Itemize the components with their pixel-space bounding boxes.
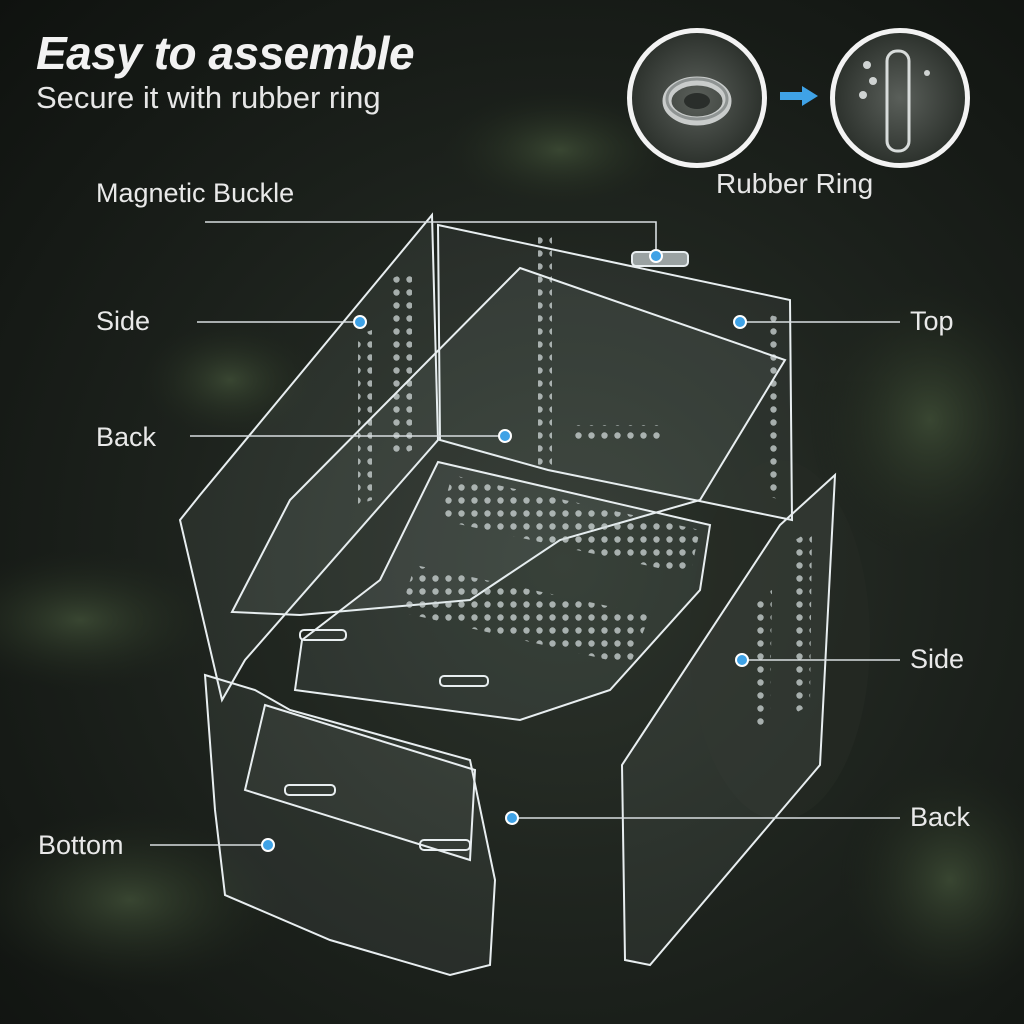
callout-dots	[261, 249, 749, 852]
label-bottom: Bottom	[38, 830, 124, 860]
dot-bottom	[261, 838, 275, 852]
dot-magnetic-buckle	[649, 249, 663, 263]
dot-back-right	[505, 811, 519, 825]
headline: Easy to assemble	[36, 27, 415, 79]
leader-lines	[150, 221, 900, 846]
label-side-right: Side	[910, 644, 965, 674]
dot-side-left	[353, 315, 367, 329]
dot-side-right	[735, 653, 749, 667]
label-back-right: Back	[910, 802, 971, 832]
background-foliage	[0, 90, 1024, 1000]
panel-hole-closeup	[830, 28, 970, 168]
panel-hole-icon	[859, 49, 930, 153]
panel-bottom	[203, 673, 497, 977]
rubber-ring-closeup	[627, 28, 767, 168]
panel-middle-tray	[293, 460, 712, 722]
arrow-right-icon	[780, 86, 818, 106]
dot-top	[733, 315, 747, 329]
label-magnetic-buckle: Magnetic Buckle	[96, 178, 295, 208]
label-top: Top	[910, 306, 954, 336]
subheadline: Secure it with rubber ring	[36, 80, 381, 115]
label-side-left: Side	[96, 306, 151, 336]
panel-side-left	[178, 212, 440, 703]
dot-back-left	[498, 429, 512, 443]
rubber-ring-label: Rubber Ring	[716, 168, 874, 199]
rubber-ring-icon	[662, 76, 732, 126]
panel-top	[436, 223, 794, 522]
label-back-left: Back	[96, 422, 157, 452]
